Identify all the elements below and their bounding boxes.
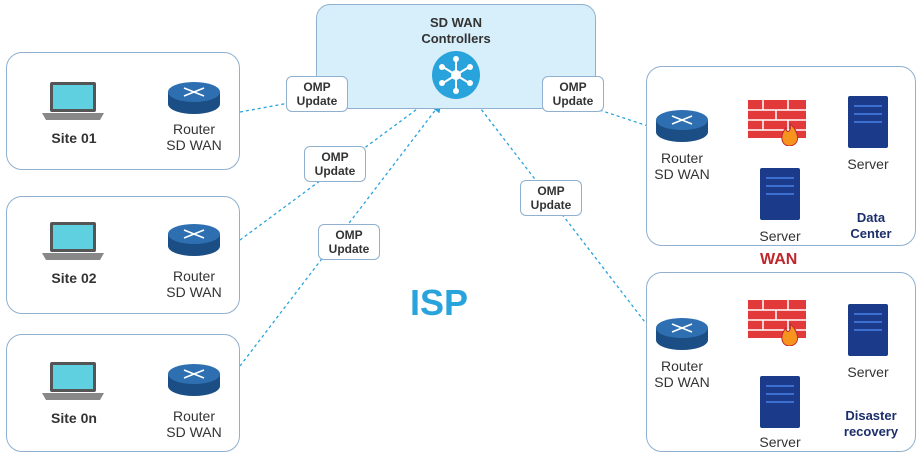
isp-label: ISP <box>410 282 469 323</box>
site-name: Site 0n <box>51 410 97 426</box>
laptop-icon <box>42 222 104 260</box>
site-name: Site 01 <box>51 130 97 146</box>
site-name: Site 02 <box>51 270 97 286</box>
laptop-icon <box>42 82 104 120</box>
server-label: Server <box>759 434 801 450</box>
controllers-title: SD WAN Controllers <box>421 15 491 46</box>
server-label: Server <box>759 228 801 244</box>
laptop-icon <box>42 362 104 400</box>
controller-hub-icon <box>432 51 480 99</box>
firewall-icon <box>748 100 806 146</box>
server-icon <box>760 376 800 428</box>
server-icon <box>760 168 800 220</box>
server-label: Server <box>847 156 889 172</box>
router-icon <box>656 318 708 350</box>
router-icon <box>168 224 220 256</box>
server-icon <box>848 96 888 148</box>
firewall-icon <box>748 300 806 346</box>
router-icon <box>168 82 220 114</box>
site-01-box <box>6 52 240 170</box>
router-icon <box>168 364 220 396</box>
router-icon <box>656 110 708 142</box>
wan-label: WAN <box>760 251 798 268</box>
server-icon <box>848 304 888 356</box>
server-label: Server <box>847 364 889 380</box>
omp-line-site02 <box>239 96 435 241</box>
